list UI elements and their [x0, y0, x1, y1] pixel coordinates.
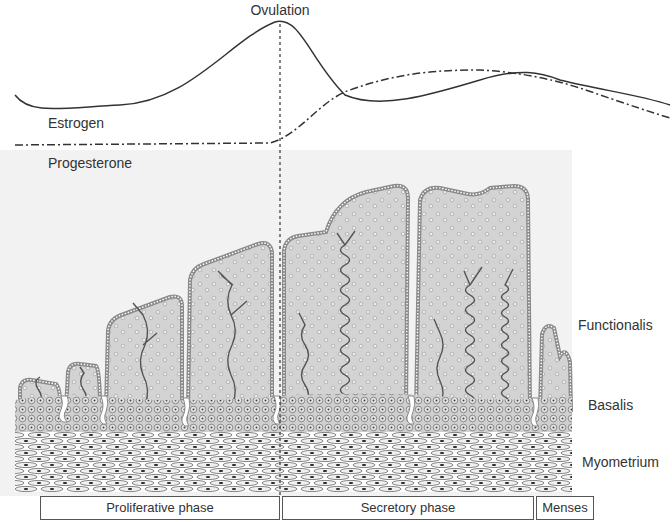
diagram-label: Basalis	[588, 398, 633, 413]
label-text: Functionalis	[578, 317, 653, 333]
phase-box: Proliferative phase	[40, 496, 280, 520]
label-text: Myometrium	[582, 454, 659, 470]
myometrium-layer	[15, 432, 572, 492]
basalis-layer	[15, 393, 572, 432]
phase-box: Secretory phase	[282, 496, 534, 520]
phase-label: Proliferative phase	[106, 501, 214, 515]
diagram-label: Functionalis	[578, 318, 653, 333]
diagram-label: Estrogen	[48, 116, 104, 131]
diagram-label: Progesterone	[48, 156, 132, 171]
label-text: Progesterone	[48, 155, 132, 171]
ovulation-line	[279, 24, 280, 496]
diagram-label: Ovulation	[250, 3, 309, 18]
label-text: Ovulation	[250, 2, 309, 18]
label-text: Estrogen	[48, 115, 104, 131]
phase-label: Secretory phase	[361, 501, 456, 515]
tissue-ground	[0, 150, 572, 496]
diagram-label: Myometrium	[582, 455, 659, 470]
label-text: Basalis	[588, 397, 633, 413]
epithelium-dots	[20, 186, 571, 410]
functionalis-tissue	[20, 186, 571, 410]
spiral-arteries	[36, 231, 513, 405]
gland-bases	[59, 396, 539, 426]
estrogen-curve	[15, 21, 670, 108]
phase-label: Menses	[542, 501, 588, 515]
phase-box: Menses	[536, 496, 594, 520]
progesterone-curve	[15, 70, 670, 145]
